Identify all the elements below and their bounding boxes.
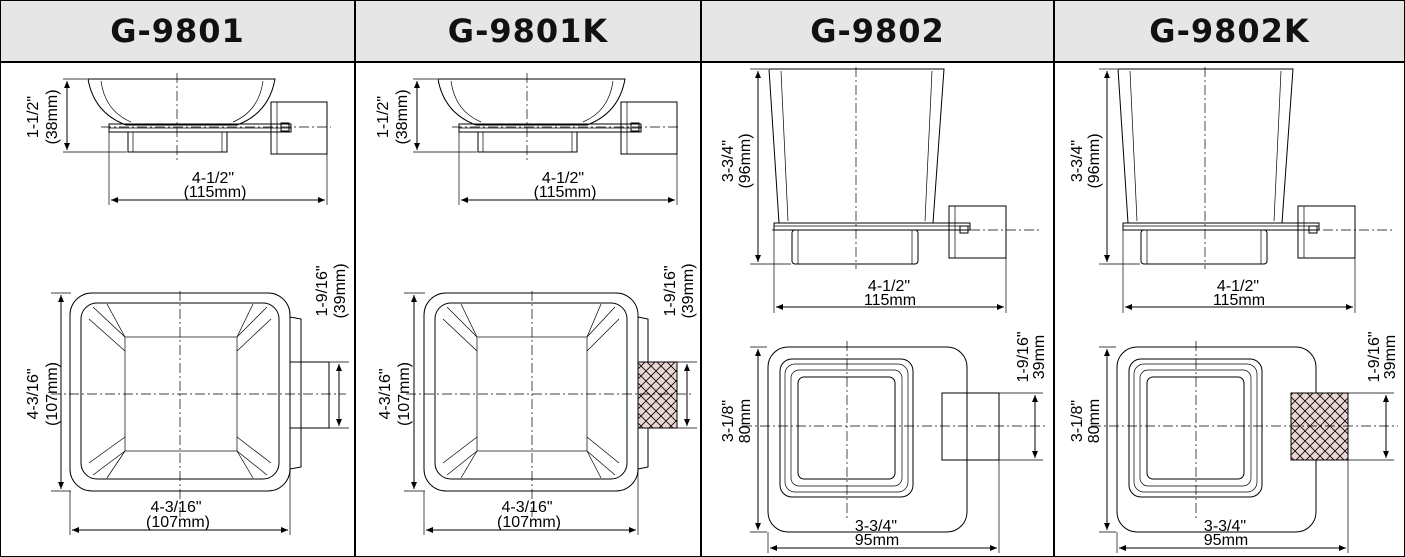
panel-g-9801: G-9801 <box>1 1 354 556</box>
top-height-in: 4-3/16" <box>377 368 394 419</box>
side-view: 3-3/4" (96mm) 4-1/2" 115mm <box>720 67 1042 313</box>
side-width-in: 4-1/2" <box>1217 278 1259 295</box>
top-width-in: 4-3/16" <box>501 499 552 516</box>
soap-dish-drawing: 1-1/2" (38mm) 4-1/2" (115mm) <box>375 73 697 535</box>
mount-height-in: 1-9/16" <box>314 265 331 316</box>
top-width-mm: 95mm <box>855 532 899 549</box>
mount-height-mm: (39mm) <box>332 263 349 318</box>
top-height-mm: 80mm <box>1086 399 1103 443</box>
top-width-mm: 95mm <box>1204 532 1248 549</box>
side-view: 3-3/4" (96mm) 4-1/2" 115mm <box>1069 67 1395 313</box>
mount-height-in: 1-9/16" <box>1366 331 1383 382</box>
side-width-in: 4-1/2" <box>542 170 584 187</box>
side-height-mm: (38mm) <box>44 89 61 144</box>
top-width-mm: (107mm) <box>146 514 210 531</box>
side-height-in: 1-1/2" <box>25 96 42 138</box>
model-title: G-9802 <box>702 1 1053 63</box>
mount-height-mm: 39mm <box>1382 335 1399 379</box>
side-height-mm: (96mm) <box>1086 133 1103 188</box>
mount-height-in: 1-9/16" <box>1015 331 1032 382</box>
top-height-mm: (107mm) <box>44 362 61 426</box>
top-height-mm: (107mm) <box>396 362 413 426</box>
side-height-in: 3-3/4" <box>720 140 737 182</box>
model-title: G-9801 <box>1 1 354 63</box>
top-height-mm: 80mm <box>737 399 754 443</box>
top-height-in: 4-3/16" <box>25 368 42 419</box>
soap-dish-drawing: 1-1/2" (38mm) 4-1/2" (115mm) <box>25 73 349 535</box>
side-height-mm: (38mm) <box>394 89 411 144</box>
mount-height-in: 1-9/16" <box>662 265 679 316</box>
mount-height-mm: 39mm <box>1031 335 1048 379</box>
side-view: 1-1/2" (38mm) 4-1/2" (115mm) <box>25 73 331 205</box>
knurled-mount <box>1290 392 1349 461</box>
top-width-in: 4-3/16" <box>150 499 201 516</box>
top-view: 3-1/8" 80mm 3-3/4" 95mm 1-9/16" 39mm <box>720 331 1048 553</box>
model-title: G-9801K <box>356 1 700 63</box>
side-view: 1-1/2" (38mm) 4-1/2" (115mm) <box>375 73 681 205</box>
panel-g-9802k: G-9802K <box>1053 1 1404 556</box>
side-width-mm: (115mm) <box>184 184 247 201</box>
top-view: 4-3/16" (107mm) 4-3/16" (107mm) 1-9/16" … <box>377 263 697 535</box>
tumbler-holder-drawing: 3-3/4" (96mm) 4-1/2" 115mm 3 <box>1069 67 1399 553</box>
side-width-mm: 115mm <box>864 292 916 309</box>
model-title: G-9802K <box>1055 1 1404 63</box>
side-width-mm: 115mm <box>1213 292 1265 309</box>
tumbler-holder-drawing: 3-3/4" (96mm) 4-1/2" 115mm 3 <box>720 67 1048 553</box>
top-width-in: 3-3/4" <box>855 518 897 535</box>
panel-g-9802: G-9802 <box>700 1 1053 556</box>
top-view: 4-3/16" (107mm) 4-3/16" (107mm) 1-9/16" … <box>25 263 349 535</box>
top-view: 3-1/8" 80mm 3-3/4" 95mm 1-9/16" 39mm <box>1069 331 1399 553</box>
top-width-mm: (107mm) <box>497 514 561 531</box>
side-height-in: 1-1/2" <box>375 96 392 138</box>
mount-height-mm: (39mm) <box>680 263 697 318</box>
top-height-in: 3-1/8" <box>720 400 737 442</box>
top-width-in: 3-3/4" <box>1204 518 1246 535</box>
panel-g-9801k: G-9801K <box>354 1 700 556</box>
side-height-mm: (96mm) <box>737 133 754 188</box>
side-width-in: 4-1/2" <box>192 170 234 187</box>
side-width-mm: (115mm) <box>534 184 597 201</box>
side-width-in: 4-1/2" <box>868 278 910 295</box>
knurled-mount <box>637 361 678 429</box>
side-height-in: 3-3/4" <box>1069 140 1086 182</box>
top-height-in: 3-1/8" <box>1069 400 1086 442</box>
